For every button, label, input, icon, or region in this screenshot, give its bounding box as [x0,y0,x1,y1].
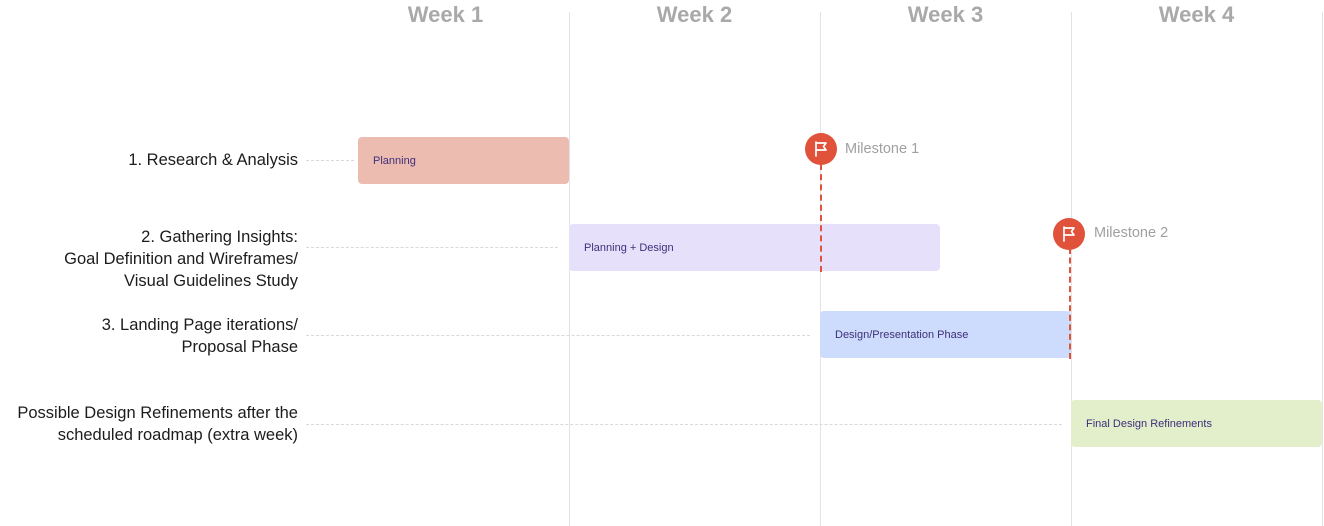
milestone-line-2 [1069,248,1071,359]
week-header-3: Week 3 [907,2,984,27]
task-bar-final-refinements[interactable]: Final Design Refinements [1071,400,1322,447]
task-label-line: 2. Gathering Insights: [141,228,298,246]
task-bar-label: Design/Presentation Phase [835,328,969,341]
task-bar-label: Planning + Design [584,241,674,254]
task-connector [306,247,558,248]
task-label-line: 3. Landing Page iterations/ [101,316,298,334]
flag-icon [815,141,827,157]
milestone-marker-2[interactable] [1053,218,1085,250]
milestone-marker-1[interactable] [805,133,837,165]
week-divider [1322,12,1323,526]
task-bar-planning[interactable]: Planning [358,137,569,184]
task-label-line: 1. Research & Analysis [128,151,298,169]
week-header-4: Week 4 [1158,2,1235,27]
task-connector [306,335,810,336]
task-label-4: Possible Design Refinements after the sc… [17,402,298,446]
task-label-3: 3. Landing Page iterations/ Proposal Pha… [102,314,298,358]
flag-icon [1063,226,1075,242]
week-header-2: Week 2 [656,2,733,27]
task-bar-label: Final Design Refinements [1086,417,1212,430]
task-label-line: scheduled roadmap (extra week) [57,426,298,444]
task-connector [306,424,1062,425]
task-bar-planning-design[interactable]: Planning + Design [569,224,940,271]
task-bar-label: Planning [373,154,416,167]
task-label-line: Goal Definition and Wireframes/ [64,250,298,268]
milestone-label-1: Milestone 1 [845,141,920,157]
milestone-label-2: Milestone 2 [1094,225,1169,241]
task-label-1: 1. Research & Analysis [128,149,298,171]
task-label-line: Visual Guidelines Study [124,272,298,290]
task-bar-design-presentation[interactable]: Design/Presentation Phase [820,311,1071,358]
task-label-2: 2. Gathering Insights: Goal Definition a… [64,226,298,292]
week-divider [1071,12,1072,526]
task-connector [306,160,354,161]
milestone-line-1 [820,164,822,272]
week-header-1: Week 1 [407,2,484,27]
task-label-line: Proposal Phase [181,338,299,356]
task-label-line: Possible Design Refinements after the [17,404,298,422]
